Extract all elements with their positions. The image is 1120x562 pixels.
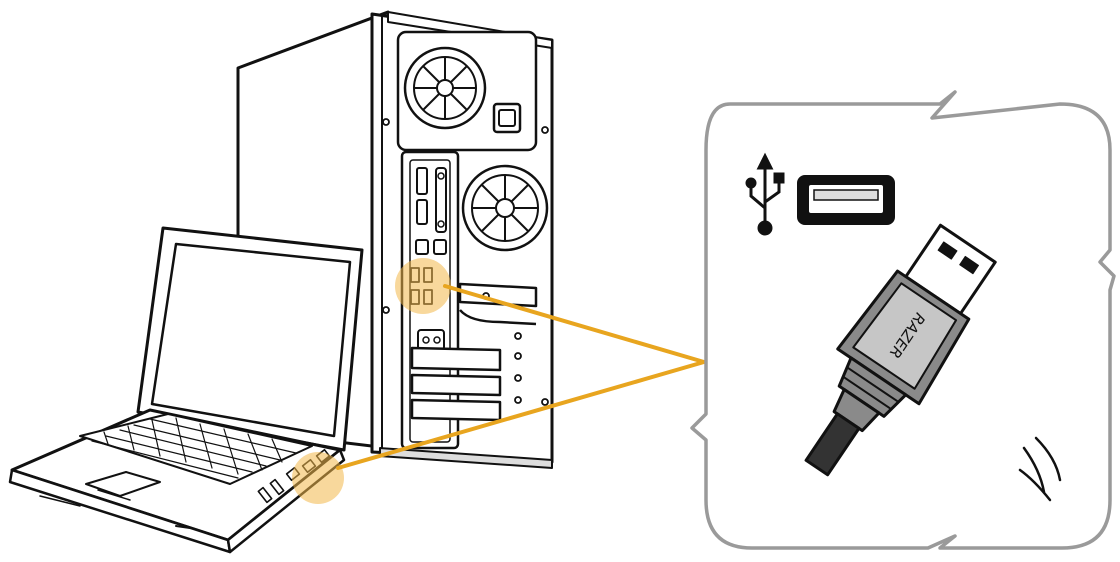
fan-icon: [403, 46, 487, 130]
usb-callout: RAZER: [690, 90, 1116, 550]
usb-plug-icon: RAZER: [804, 223, 997, 477]
tower-usb-highlight: [395, 258, 451, 314]
usb-symbol-icon: [745, 152, 785, 236]
power-socket-icon: [492, 102, 522, 134]
laptop: [8, 226, 364, 554]
laptop-usb-highlight: [292, 452, 344, 504]
laptop-touchpad: [85, 471, 161, 497]
expansion-slots: [410, 282, 538, 422]
fan-icon: [461, 164, 549, 252]
connector-lines: [336, 284, 706, 470]
usb-port-icon: [797, 175, 895, 225]
laptop-screen: [150, 242, 352, 438]
